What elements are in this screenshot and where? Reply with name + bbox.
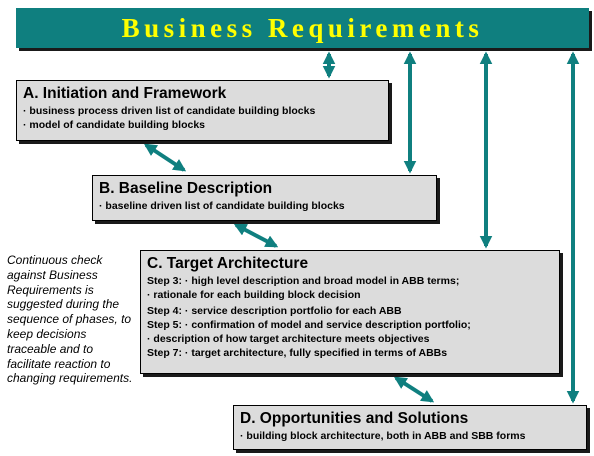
banner-title: Business Requirements (121, 12, 484, 43)
arrow-a-to-b (143, 143, 187, 172)
arrow-c-to-d (393, 376, 435, 403)
continuous-check-note: Continuous check against Business Requir… (7, 253, 133, 386)
phase-b-box: B. Baseline Description · baseline drive… (92, 175, 437, 221)
phase-c-line: Step 5: · confirmation of model and serv… (147, 319, 471, 331)
arrow-b-to-c (233, 223, 279, 248)
phase-c-line: Step 3: · high level description and bro… (147, 275, 460, 287)
phase-c-line: · rationale for each building block deci… (147, 289, 361, 301)
phase-b-title: B. Baseline Description (99, 180, 273, 197)
phase-a-line: · model of candidate building blocks (23, 119, 206, 131)
phase-a-box: A. Initiation and Framework · business p… (16, 80, 389, 141)
phase-a-line: · business process driven list of candid… (23, 105, 316, 117)
phase-c-line: · description of how target architecture… (147, 333, 430, 345)
business-requirements-banner: Business Requirements (16, 8, 589, 48)
phase-c-box: C. Target Architecture Step 3: · high le… (140, 250, 560, 374)
phase-d-box: D. Opportunities and Solutions · buildin… (233, 405, 587, 450)
phase-b-line: · baseline driven list of candidate buil… (99, 200, 345, 212)
phase-c-line: Step 7: · target architecture, fully spe… (147, 347, 448, 359)
phase-d-title: D. Opportunities and Solutions (240, 410, 469, 427)
phase-d-line: · building block architecture, both in A… (240, 430, 526, 442)
phase-c-title: C. Target Architecture (147, 255, 309, 272)
phase-c-line: Step 4: · service description portfolio … (147, 305, 402, 317)
phase-a-title: A. Initiation and Framework (23, 85, 227, 102)
